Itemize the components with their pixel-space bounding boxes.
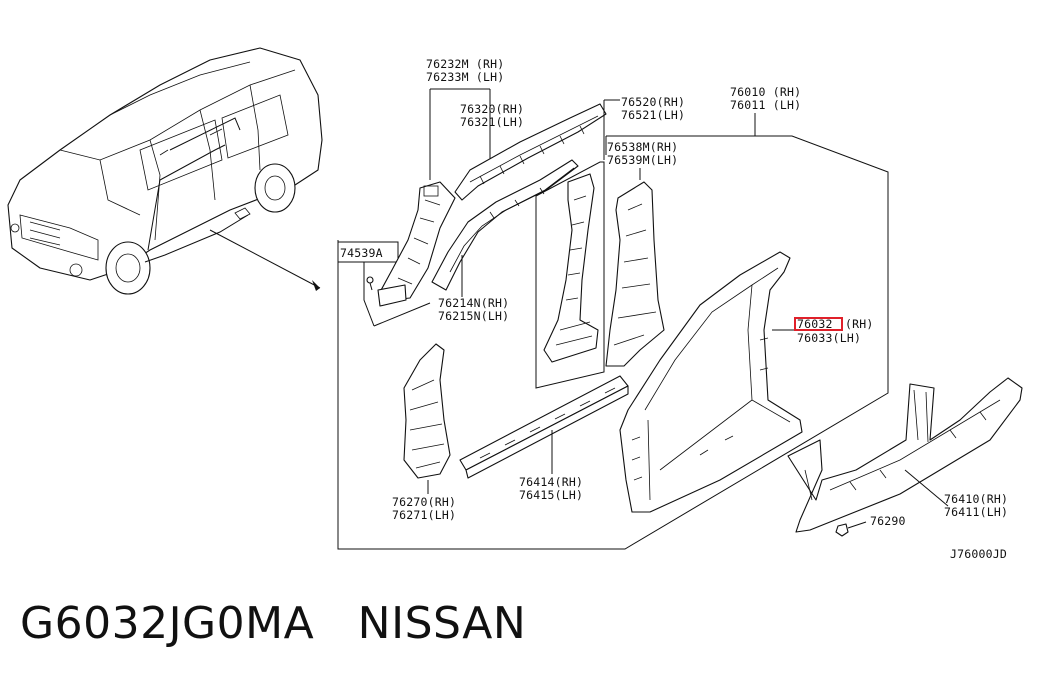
label-76270-lh: 76271(LH) xyxy=(392,508,456,522)
part-76320: 76320(RH) 76321(LH) xyxy=(454,102,607,201)
label-76032-rh: (RH) xyxy=(845,317,874,331)
vehicle-illustration xyxy=(7,47,323,295)
label-76010-rh: 76010 (RH) xyxy=(730,85,801,99)
label-76410-rh: 76410(RH) xyxy=(944,492,1008,506)
label-76032-lh: 76033(LH) xyxy=(797,331,861,345)
label-76410-lh: 76411(LH) xyxy=(944,505,1008,519)
part-76032: 76032 (RH) 76033(LH) xyxy=(619,251,874,513)
label-76232m-rh: 76232M (RH) xyxy=(426,57,504,71)
label-76214n-rh: 76214N(RH) xyxy=(438,296,509,310)
label-76414-lh: 76415(LH) xyxy=(519,488,583,502)
part-76010: 76010 (RH) 76011 (LH) xyxy=(730,85,801,136)
part-76410: 76410(RH) 76411(LH) xyxy=(787,377,1023,533)
parts-diagram: 74539A 76232M (RH) 76233M (LH) 76320(RH)… xyxy=(7,47,1023,561)
label-76320-lh: 76321(LH) xyxy=(460,115,524,129)
highlighted-part-number: 76032 xyxy=(797,317,833,331)
part-76414: 76414(RH) 76415(LH) xyxy=(459,375,629,502)
part-76214n: 76214N(RH) 76215N(LH) xyxy=(373,159,579,327)
label-76520-lh: 76521(LH) xyxy=(621,108,685,122)
caption-part-number: G6032JG0MA xyxy=(20,598,315,649)
part-76538m: 76538M(RH) 76539M(LH) xyxy=(605,140,678,367)
part-76520: 76520(RH) 76521(LH) xyxy=(535,95,685,389)
label-76010-lh: 76011 (LH) xyxy=(730,98,801,112)
label-76270-rh: 76270(RH) xyxy=(392,495,456,509)
caption-brand: NISSAN xyxy=(357,598,527,649)
label-74539a: 74539A xyxy=(340,246,383,260)
highlighted-part-number-box xyxy=(794,317,843,331)
label-76290: 76290 xyxy=(870,514,906,528)
part-76232m: 76232M (RH) 76233M (LH) xyxy=(377,57,504,307)
diagram-code: J76000JD xyxy=(950,547,1007,561)
label-76414-rh: 76414(RH) xyxy=(519,475,583,489)
part-76290: 76290 xyxy=(835,514,906,537)
part-76270: 76270(RH) 76271(LH) xyxy=(392,343,456,522)
label-76214n-lh: 76215N(LH) xyxy=(438,309,509,323)
assembly-frame xyxy=(337,135,889,550)
label-76320-rh: 76320(RH) xyxy=(460,102,524,116)
label-76232m-lh: 76233M (LH) xyxy=(426,70,504,84)
label-76538m-lh: 76539M(LH) xyxy=(607,153,678,167)
label-76520-rh: 76520(RH) xyxy=(621,95,685,109)
caption: G6032JG0MA NISSAN xyxy=(20,598,526,649)
label-76538m-rh: 76538M(RH) xyxy=(607,140,678,154)
